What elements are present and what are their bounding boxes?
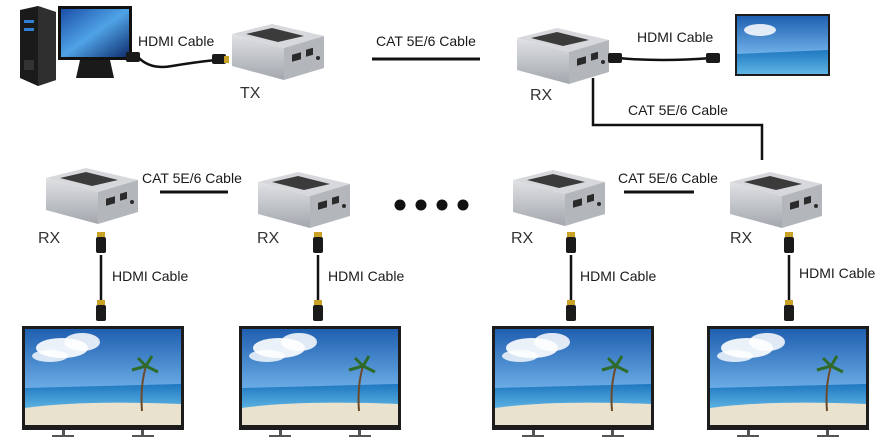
tv-display-icon — [20, 324, 186, 439]
cat-cable-rx-to-rx — [591, 78, 764, 160]
hdmi-cable-label: HDMI Cable — [799, 265, 875, 281]
rx-label: RX — [38, 230, 61, 247]
tx-label: TX — [240, 85, 261, 102]
hdmi-cable-label: HDMI Cable — [580, 268, 656, 284]
hdmi-cable-label: HDMI Cable — [637, 29, 713, 45]
extender-transmitter-icon — [232, 24, 324, 80]
extender-receiver-icon — [730, 172, 822, 228]
extender-receiver-icon — [513, 170, 605, 226]
cat-cable-label: CAT 5E/6 Cable — [376, 33, 476, 49]
hdmi-cable-label: HDMI Cable — [138, 33, 214, 49]
hdmi-cable-vertical — [566, 232, 576, 321]
hdmi-cable-label: HDMI Cable — [112, 268, 188, 284]
desktop-computer-icon — [20, 6, 56, 86]
extender-receiver-icon — [258, 172, 350, 228]
rx-label: RX — [511, 230, 534, 247]
hdmi-cable-label: HDMI Cable — [328, 268, 404, 284]
cat-cable-label: CAT 5E/6 Cable — [618, 170, 718, 186]
ellipsis-dots-icon — [394, 199, 469, 211]
extender-receiver-icon — [46, 168, 138, 224]
monitor-icon — [735, 14, 830, 76]
tv-display-icon — [490, 324, 656, 439]
hdmi-cable-pc-to-tx — [126, 52, 229, 69]
hdmi-cable-vertical — [96, 232, 106, 321]
hdmi-cable-rx-to-monitor — [608, 53, 720, 63]
tv-display-icon — [237, 324, 403, 439]
tv-display-icon — [705, 324, 871, 439]
rx-label: RX — [530, 87, 553, 104]
hdmi-cable-vertical — [784, 232, 794, 321]
monitor-icon — [58, 6, 132, 78]
rx-label: RX — [257, 230, 280, 247]
cat-cable-label: CAT 5E/6 Cable — [142, 170, 242, 186]
hdmi-cable-vertical — [313, 232, 323, 321]
extender-receiver-icon — [517, 28, 609, 84]
cat-cable-label: CAT 5E/6 Cable — [628, 102, 728, 118]
rx-label: RX — [730, 230, 753, 247]
